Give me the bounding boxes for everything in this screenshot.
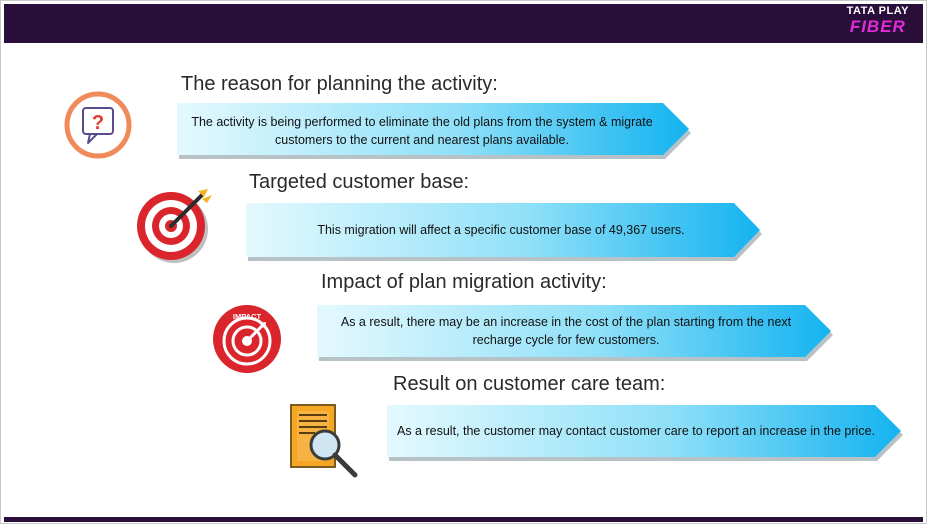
- section-3-arrow: As a result, there may be an increase in…: [317, 303, 837, 363]
- question-bubble-icon: ?: [64, 91, 132, 159]
- section-1-heading: The reason for planning the activity:: [181, 73, 498, 95]
- section-4-heading: Result on customer care team:: [393, 373, 666, 395]
- brand-line-1: TATA PLAY: [846, 5, 909, 17]
- section-3-heading: Impact of plan migration activity:: [321, 271, 607, 293]
- brand-line-2: FIBER: [849, 17, 906, 36]
- svg-text:?: ?: [92, 112, 104, 134]
- top-bar: TATA PLAY FIBER: [4, 4, 923, 43]
- section-4-arrow: As a result, the customer may contact cu…: [387, 403, 907, 463]
- section-1-arrow: The activity is being performed to elimi…: [177, 101, 695, 161]
- section-1-text: The activity is being performed to elimi…: [191, 114, 653, 147]
- section-3-text: As a result, there may be an increase in…: [340, 314, 792, 347]
- impact-icon-label: IMPACT: [233, 312, 262, 321]
- section-4-text: As a result, the customer may contact cu…: [397, 423, 875, 438]
- brand-logo: TATA PLAY FIBER: [846, 5, 909, 36]
- bottom-bar: [4, 517, 923, 522]
- section-2-text: This migration will affect a specific cu…: [317, 222, 685, 237]
- section-2-heading: Targeted customer base:: [249, 171, 470, 193]
- impact-target-icon: IMPACT: [211, 303, 283, 375]
- section-2-arrow: This migration will affect a specific cu…: [246, 201, 766, 263]
- target-dart-icon: [134, 185, 216, 267]
- document-magnifier-icon: [287, 399, 367, 483]
